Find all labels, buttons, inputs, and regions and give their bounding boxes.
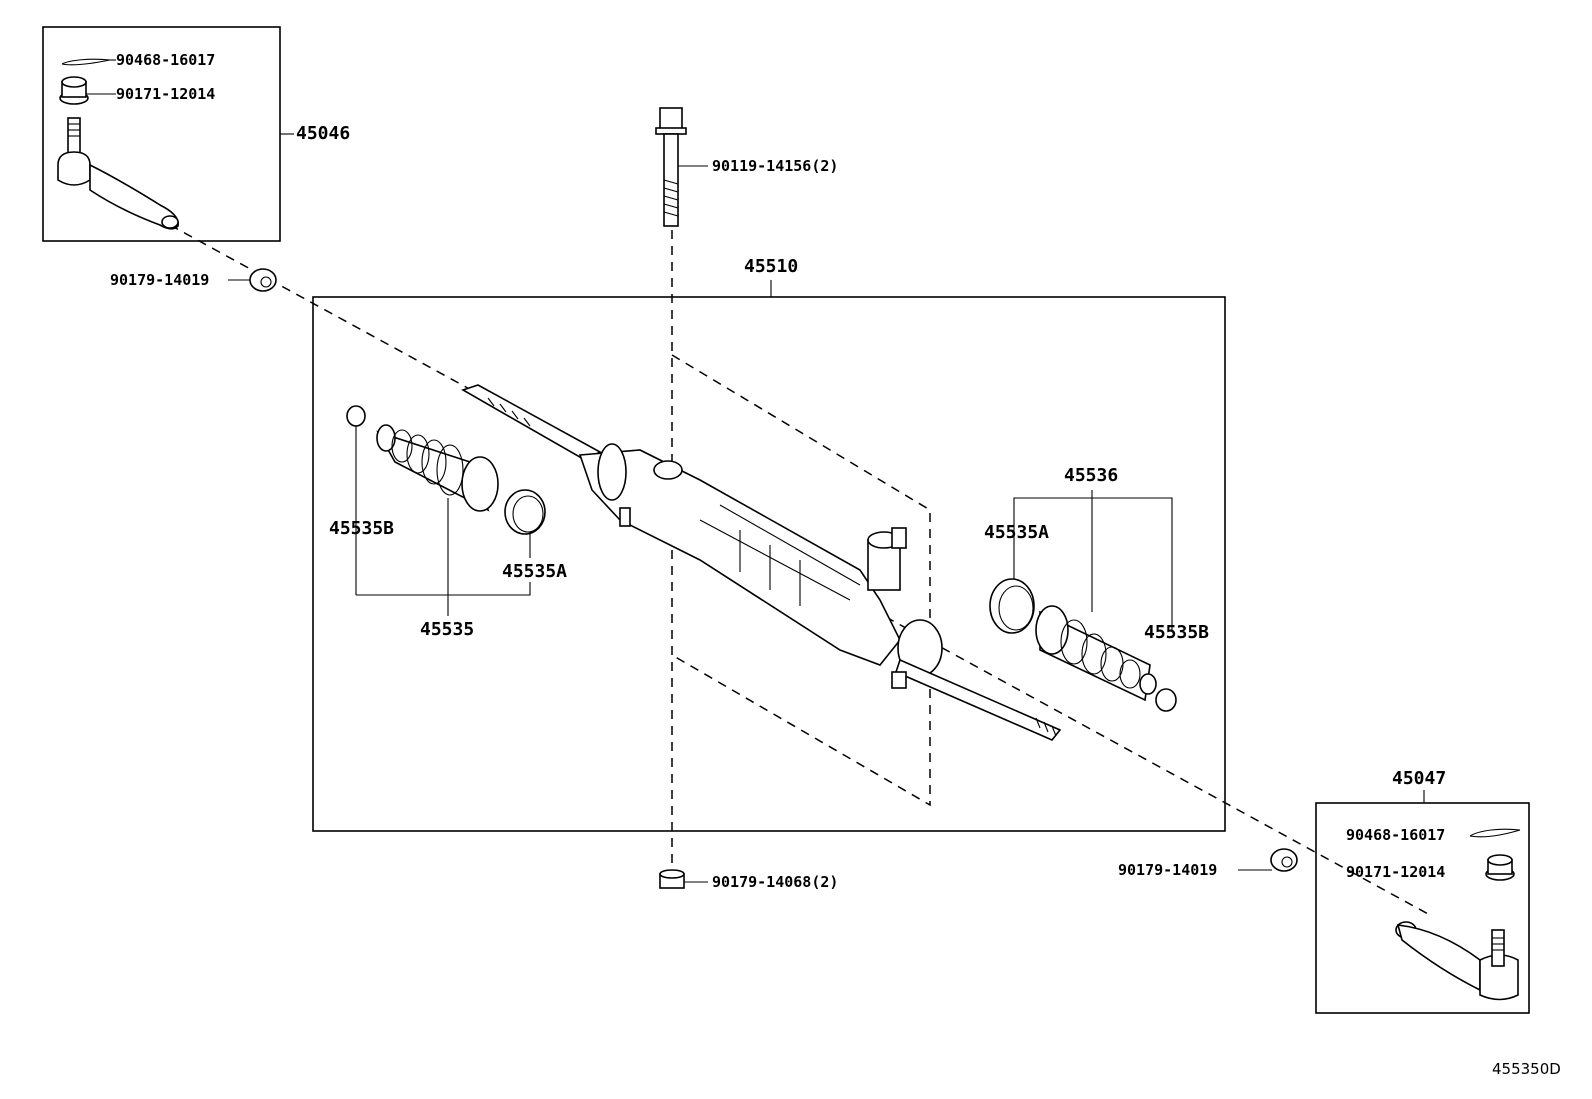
nut-bottom-label: 90179-14068(2) [712, 873, 839, 891]
part-45535A-left-label: 45535A [502, 561, 568, 582]
boot-right-icon [1035, 605, 1157, 702]
box-45510 [312, 296, 1226, 832]
part-45046-label: 45046 [296, 123, 351, 144]
diagram-code: 455350D [1492, 1060, 1561, 1078]
tie-rod-end-left-icon [57, 117, 179, 230]
part-45535B-left-label: 45535B [329, 518, 395, 539]
box-45047 [1315, 802, 1530, 1014]
cotter-pin-right-label: 90468-16017 [1346, 826, 1446, 844]
lock-nut-left-icon [228, 268, 277, 292]
bracket-45535 [356, 582, 531, 596]
part-45536-label: 45536 [1064, 465, 1119, 486]
cotter-pin-left-label: 90468-16017 [116, 51, 216, 69]
steering-rack-icon [461, 384, 1062, 741]
part-45535B-right-label: 45535B [1144, 622, 1210, 643]
boot-clamp-b-right-icon [1155, 688, 1177, 712]
boot-clamp-a-right-icon [989, 578, 1035, 634]
lock-nut-right-icon [1238, 848, 1298, 872]
castle-nut-left-icon [59, 76, 116, 105]
castle-nut-left-label: 90171-12014 [116, 85, 216, 103]
boot-left-icon [376, 424, 499, 616]
tie-rod-end-right-icon [1395, 921, 1519, 1001]
part-45510-label: 45510 [744, 256, 799, 277]
castle-nut-right-label: 90171-12014 [1346, 863, 1446, 881]
boot-clamp-a-left-icon [504, 489, 546, 558]
bolt-top-label: 90119-14156(2) [712, 157, 839, 175]
part-45535A-right-label: 45535A [984, 522, 1050, 543]
nut-bottom-icon [659, 869, 708, 889]
castle-nut-right-icon [1485, 854, 1515, 881]
part-45535-label: 45535 [420, 619, 475, 640]
bracket-45536 [1013, 497, 1173, 630]
lock-nut-left-label: 90179-14019 [110, 271, 210, 289]
lock-nut-right-label: 90179-14019 [1118, 861, 1218, 879]
boot-clamp-b-left-icon [346, 405, 366, 595]
bolt-top-icon [655, 107, 708, 227]
part-45047-label: 45047 [1392, 768, 1447, 789]
cotter-pin-right-icon [1469, 828, 1521, 838]
cotter-pin-left-icon [61, 58, 116, 66]
